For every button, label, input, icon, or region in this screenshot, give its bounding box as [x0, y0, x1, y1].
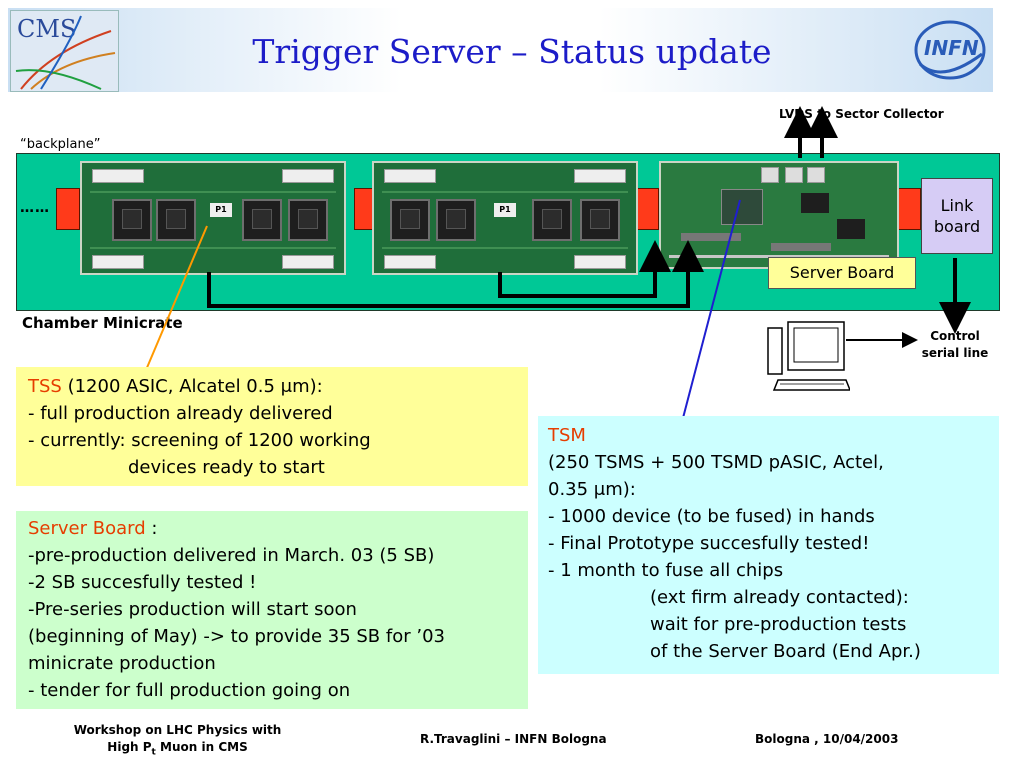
asic-chip — [390, 199, 430, 241]
lvds-connector — [785, 167, 803, 183]
tsm-line: - 1 month to fuse all chips — [548, 560, 784, 581]
backplane-label: “backplane” — [20, 137, 101, 152]
sb-line: - tender for full production going on — [28, 680, 351, 701]
tsm-line: 0.35 μm): — [548, 479, 636, 500]
board-connector — [574, 255, 626, 269]
board-trace — [382, 247, 628, 249]
board-connector — [282, 255, 334, 269]
tss-text-box: TSS (1200 ASIC, Alcatel 0.5 μm): - full … — [16, 367, 528, 486]
backplane-connector — [56, 188, 80, 230]
sb-line: (beginning of May) -> to provide 35 SB f… — [28, 626, 445, 647]
board-connector — [384, 255, 436, 269]
board-connector — [282, 169, 334, 183]
sb-line: -Pre-series production will start soon — [28, 599, 357, 620]
tsm-line: (ext firm already contacted): — [650, 587, 909, 608]
board-connector — [92, 255, 144, 269]
link-board: Link board — [921, 178, 993, 254]
lvds-connector — [807, 167, 825, 183]
cms-tracks-icon — [15, 15, 116, 90]
chip-row — [681, 233, 741, 241]
infn-logo: INFN — [912, 14, 988, 86]
infn-logo-text: INFN — [924, 36, 979, 60]
tsm-line: (250 TSMS + 500 TSMD pASIC, Actel, — [548, 452, 884, 473]
chip-row — [771, 243, 831, 251]
board-trace — [382, 191, 628, 193]
tsm-line: - Final Prototype succesfully tested! — [548, 533, 870, 554]
cms-logo: CMS — [10, 10, 119, 92]
board-connector — [574, 169, 626, 183]
tsm-line: of the Server Board (End Apr.) — [650, 641, 921, 662]
tss-board: P1 — [80, 161, 346, 275]
chip — [801, 193, 829, 213]
tss-title-rest: (1200 ASIC, Alcatel 0.5 μm): — [61, 376, 323, 397]
sb-line: minicrate production — [28, 653, 216, 674]
footer-text: Muon in CMS — [155, 740, 248, 754]
asic-chip — [580, 199, 620, 241]
asic-chip — [436, 199, 476, 241]
tss-line: - currently: screening of 1200 working — [28, 430, 371, 451]
fpga-chip — [721, 189, 763, 225]
infn-logo-icon — [914, 20, 986, 80]
footer-subscript: t — [151, 747, 156, 758]
board-connector — [384, 169, 436, 183]
header-bar — [8, 8, 993, 92]
board-edge-connector — [669, 255, 889, 258]
sb-heading: Server Board : — [28, 515, 516, 542]
footer-text: High P — [107, 740, 152, 754]
board-trace — [90, 247, 336, 249]
backplane-connector — [897, 188, 921, 230]
sb-title: Server Board — [28, 518, 146, 539]
computer-icon — [767, 321, 850, 391]
asic-chip — [288, 199, 328, 241]
footer-date: Bologna , 10/04/2003 — [755, 732, 899, 746]
tsm-text-box: TSM (250 TSMS + 500 TSMD pASIC, Actel, 0… — [538, 416, 999, 674]
chip — [837, 219, 865, 239]
footer-author: R.Travaglini – INFN Bologna — [420, 732, 607, 746]
board-connector — [92, 169, 144, 183]
page-title: Trigger Server – Status update — [252, 32, 772, 71]
chip-marker: P1 — [210, 203, 232, 217]
asic-chip — [112, 199, 152, 241]
server-board-text-box: Server Board : -pre-production delivered… — [16, 511, 528, 709]
lvds-connector — [761, 167, 779, 183]
asic-chip — [242, 199, 282, 241]
tss-line: - full production already delivered — [28, 403, 333, 424]
asic-chip — [156, 199, 196, 241]
chamber-minicrate-label: Chamber Minicrate — [22, 314, 183, 332]
tsm-line: wait for pre-production tests — [650, 614, 907, 635]
board-trace — [90, 191, 336, 193]
tsm-line: - 1000 device (to be fused) in hands — [548, 506, 875, 527]
asic-chip — [532, 199, 572, 241]
chip-marker: P1 — [494, 203, 516, 217]
footer-workshop-line: High Pt Muon in CMS — [45, 739, 310, 761]
tss-line: devices ready to start — [128, 457, 325, 478]
tss-heading: TSS (1200 ASIC, Alcatel 0.5 μm): — [28, 373, 516, 400]
sb-line: -2 SB succesfully tested ! — [28, 572, 257, 593]
tss-board: P1 — [372, 161, 638, 275]
sb-line: -pre-production delivered in March. 03 (… — [28, 545, 435, 566]
footer-workshop-line: Workshop on LHC Physics with — [73, 723, 282, 737]
server-board-label: Server Board — [768, 257, 916, 289]
sb-title-rest: : — [145, 518, 158, 539]
tss-title: TSS — [28, 376, 62, 397]
tsm-title: TSM — [548, 425, 586, 446]
cms-logo-text: CMS — [17, 15, 77, 43]
footer-workshop: Workshop on LHC Physics with High Pt Muo… — [45, 722, 310, 761]
continuation-dots: …… — [20, 200, 50, 216]
